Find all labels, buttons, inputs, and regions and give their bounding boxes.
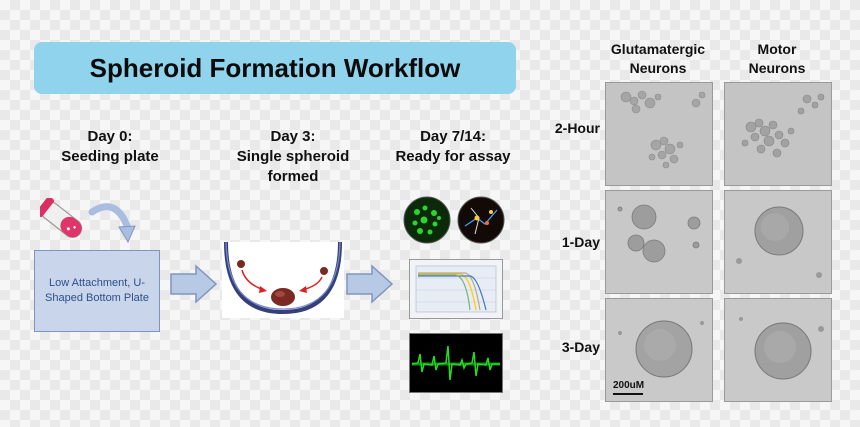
step-day0-line2: Seeding plate: [61, 148, 159, 165]
page-title: Spheroid Formation Workflow: [89, 52, 461, 83]
micrograph-motor-3-day: [724, 298, 832, 402]
plate-box: Low Attachment, U-Shaped Bottom Plate: [34, 250, 160, 332]
micrograph-motor-2-hour: [724, 82, 832, 186]
plate-label: Low Attachment, U-Shaped Bottom Plate: [45, 277, 149, 304]
micrograph-glutamatergic-3-day: [605, 298, 713, 402]
column-heading-glutamatergic-line2: Neurons: [629, 60, 687, 76]
column-heading-motor: Motor Neurons: [724, 40, 830, 78]
row-heading-1-day: 1-Day: [561, 234, 600, 250]
step-day3-heading: Day 3: Single spheroid formed: [218, 127, 368, 187]
row-heading-3-day: 3-Day: [561, 339, 600, 355]
step-day7-heading: Day 7/14: Ready for assay: [388, 127, 518, 167]
scale-bar-label: 200uM: [613, 380, 645, 391]
right-arrow-icon-2: [346, 264, 394, 304]
right-arrow-icon: [170, 264, 218, 304]
spheroid-icon: [271, 288, 295, 306]
fluorescence-image-green: [403, 196, 451, 244]
step-day3-line2: Single spheroid: [236, 148, 350, 165]
u-well-panel: [222, 238, 344, 318]
column-heading-glutamatergic-line1: Glutamatergic: [610, 41, 706, 57]
column-heading-glutamatergic: Glutamatergic Neurons: [600, 40, 716, 78]
cell-icon-right: [320, 267, 328, 275]
step-day0-heading: Day 0: Seeding plate: [40, 127, 180, 167]
row-heading-2-hour: 2-Hour: [554, 120, 600, 136]
column-heading-motor-line2: Neurons: [748, 60, 806, 76]
electrophysiology-trace: [411, 345, 500, 381]
electrophysiology-trace-panel: [409, 333, 503, 393]
step-day0-line1: Day 0:: [87, 128, 133, 145]
assay-line-plot: [415, 265, 497, 313]
micrograph-glutamatergic-2-hour: [605, 82, 713, 186]
assay-chart-panel: [409, 259, 503, 319]
step-day3-line3: formed: [267, 168, 319, 185]
micrograph-motor-1-day: [724, 190, 832, 294]
test-tube-icon: [40, 198, 83, 238]
step-day7-line2: Ready for assay: [395, 148, 511, 165]
curved-arrow-icon: [88, 203, 136, 244]
column-heading-motor-line1: Motor: [757, 41, 797, 57]
micrograph-glutamatergic-1-day: [605, 190, 713, 294]
title-banner: Spheroid Formation Workflow: [34, 42, 516, 94]
step-day7-line1: Day 7/14:: [420, 128, 486, 145]
cell-icon-left: [237, 260, 245, 268]
u-well-diagram: [224, 238, 342, 315]
step-day3-line1: Day 3:: [270, 128, 316, 145]
scale-bar-line: [613, 393, 643, 395]
fluorescence-image-multicolor: [457, 196, 505, 244]
